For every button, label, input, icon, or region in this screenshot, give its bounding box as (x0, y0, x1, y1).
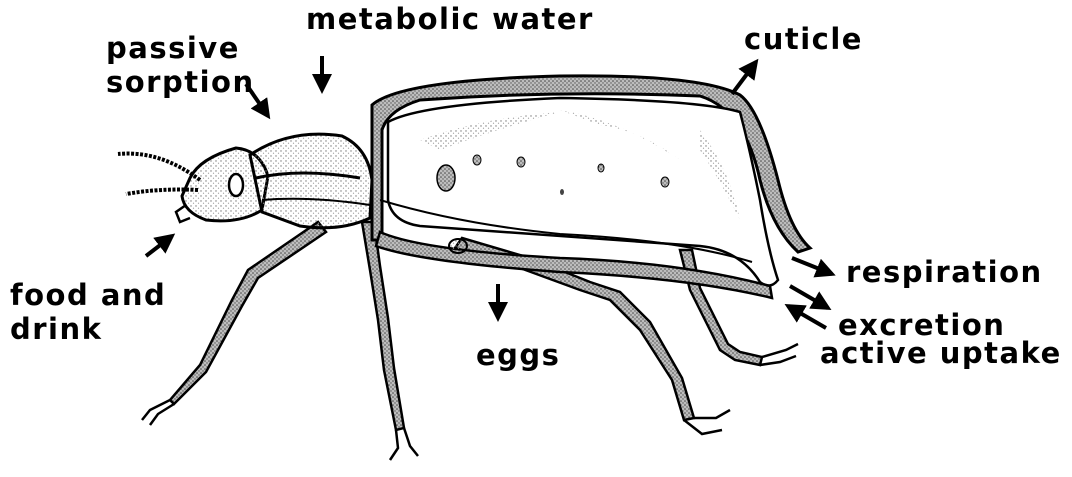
thorax (250, 134, 372, 228)
arrow-excretion (790, 286, 828, 308)
antenna-upper (118, 154, 200, 180)
label-food-and-drink: food and drink (10, 278, 166, 346)
abdomen (372, 76, 810, 298)
head (118, 148, 268, 222)
sorption-text: sorption (106, 65, 255, 99)
label-active-uptake: active uptake (820, 336, 1062, 370)
label-metabolic-water: metabolic water (306, 2, 594, 36)
passive-text: passive (106, 31, 255, 65)
front-leg (170, 222, 326, 404)
eye (229, 174, 243, 196)
respiration-text: respiration (846, 255, 1043, 289)
arrow-active-uptake (788, 306, 826, 328)
drink-text: drink (10, 312, 166, 346)
metabolic-water-text: metabolic water (306, 2, 594, 36)
label-passive-sorption: passive sorption (106, 31, 255, 99)
eggs-text: eggs (476, 338, 560, 372)
label-cuticle: cuticle (744, 22, 863, 56)
cuticle-text: cuticle (744, 22, 863, 56)
arrow-food-drink (146, 236, 172, 256)
label-respiration: respiration (846, 255, 1043, 289)
arrow-respiration (792, 258, 832, 274)
arrow-cuticle (732, 62, 756, 94)
label-eggs: eggs (476, 338, 560, 372)
active-uptake-text: active uptake (820, 336, 1062, 370)
food-and-text: food and (10, 278, 166, 312)
